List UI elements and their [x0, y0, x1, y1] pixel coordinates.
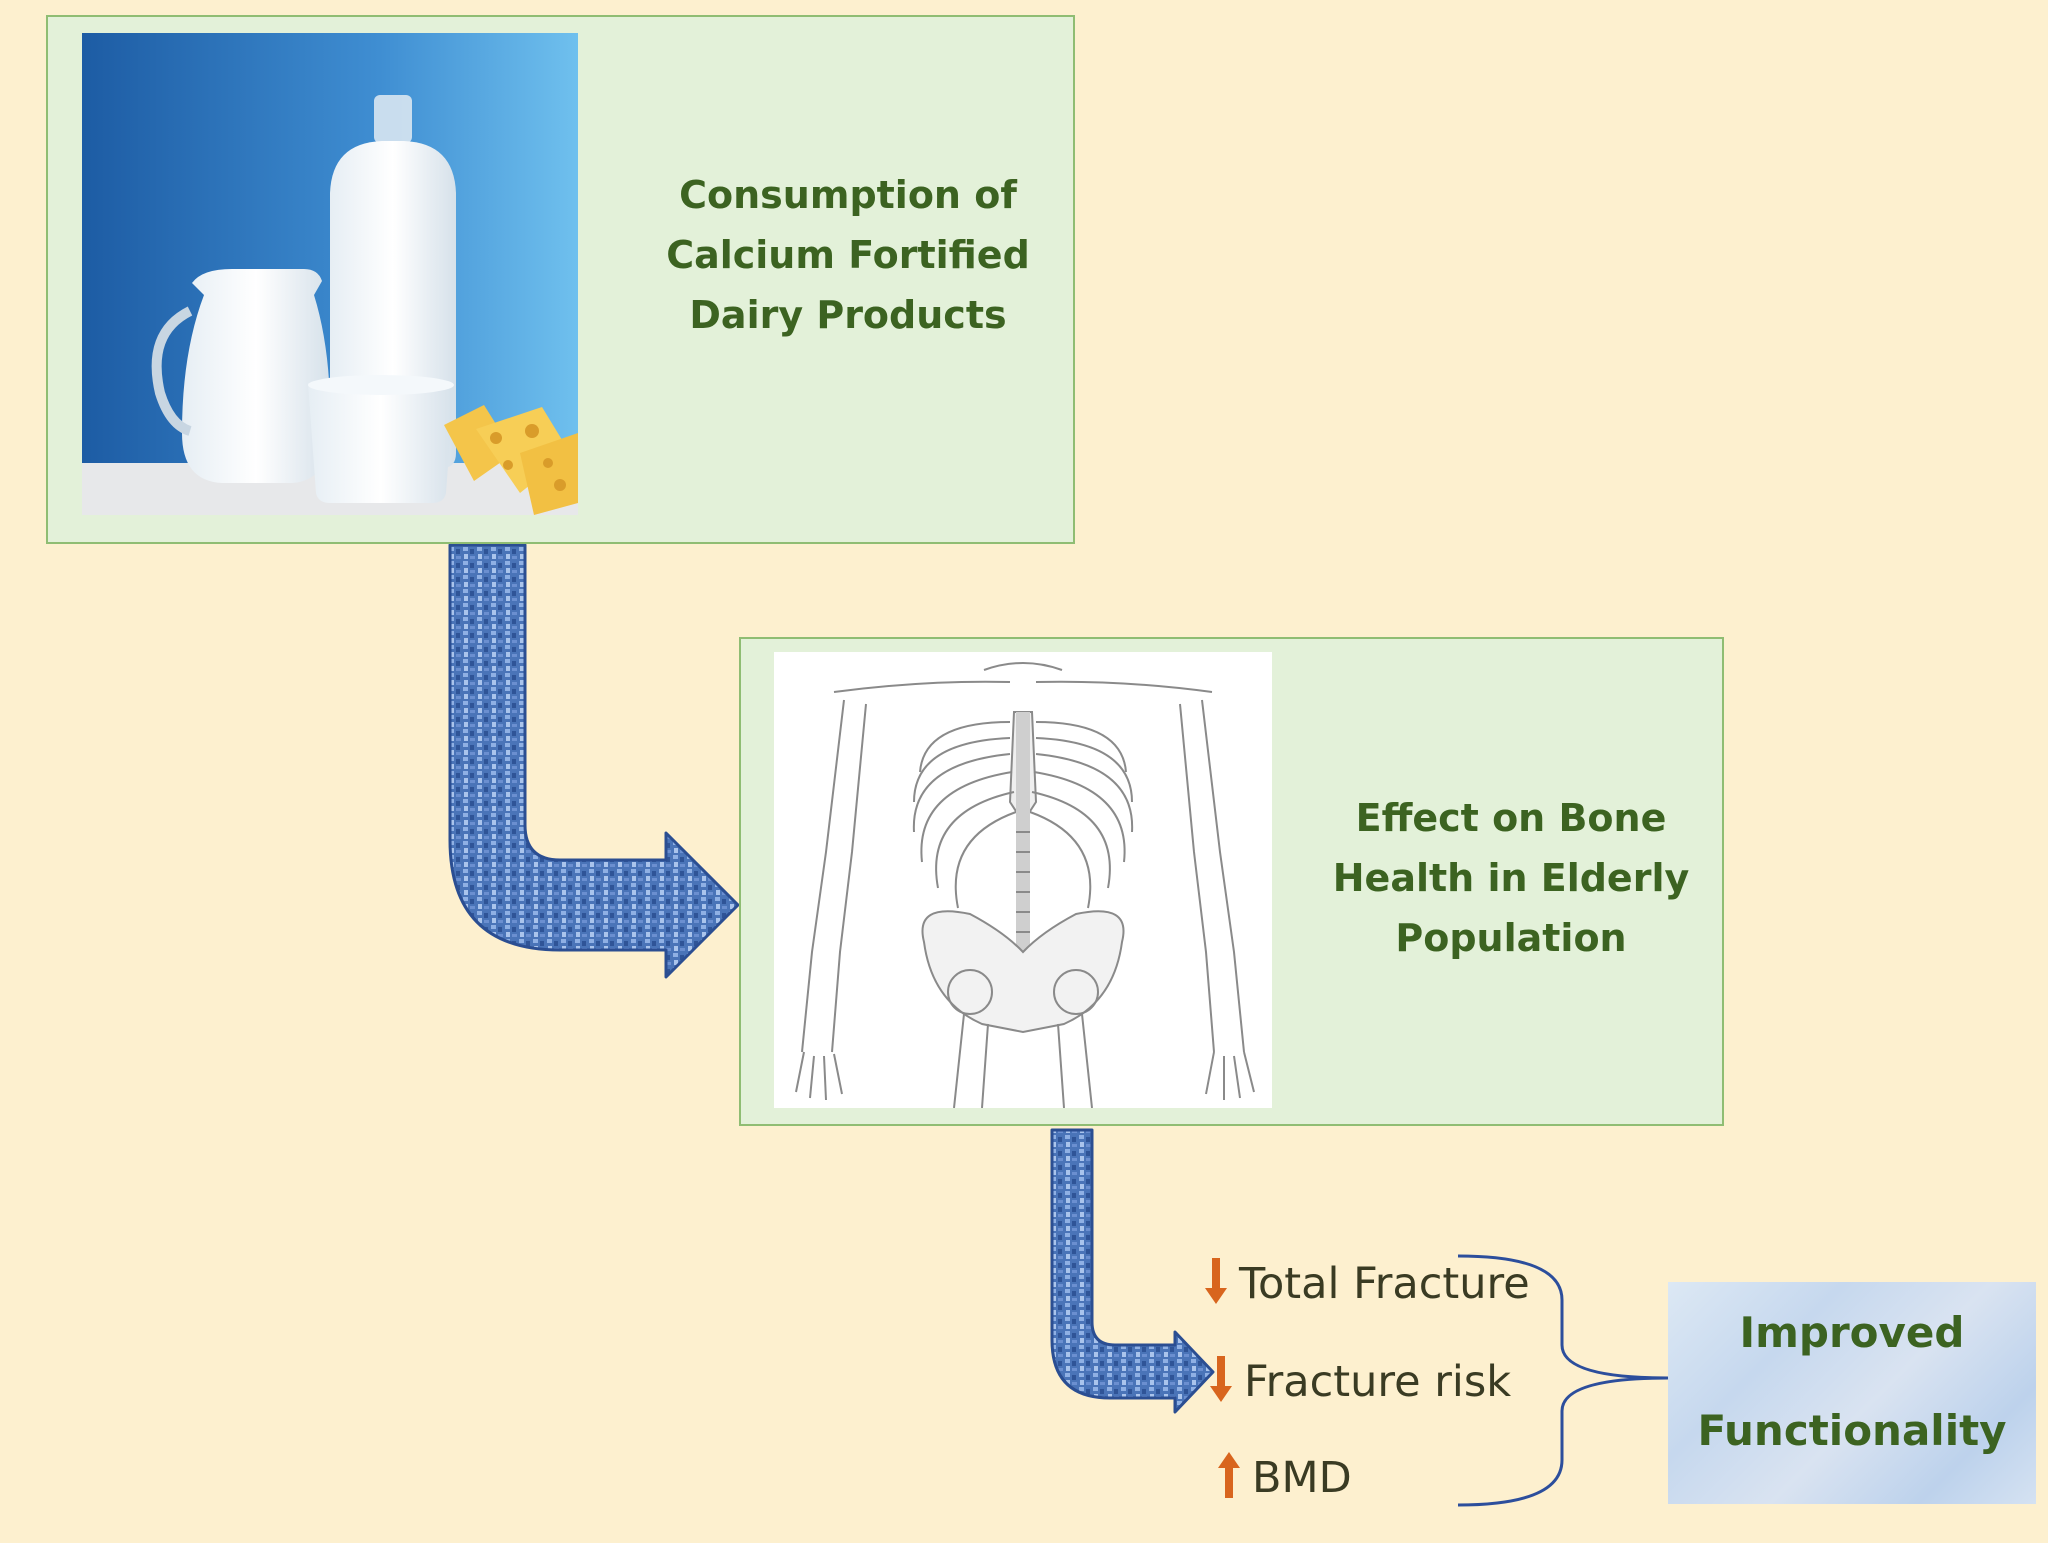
outcome-fracture-risk: Fracture risk: [1210, 1356, 1511, 1413]
dairy-title-line-2: Calcium Fortified: [666, 233, 1030, 277]
outcome-label: Total Fracture: [1239, 1259, 1530, 1309]
result-line-1: Improved: [1739, 1308, 1965, 1357]
dairy-title-line-1: Consumption of: [679, 173, 1017, 217]
bone-title-line-3: Population: [1395, 916, 1627, 960]
bone-title-line-2: Health in Elderly: [1332, 856, 1690, 900]
outcome-label: BMD: [1252, 1453, 1352, 1503]
dairy-products-image: [82, 33, 578, 515]
outcome-label: Fracture risk: [1244, 1357, 1512, 1407]
dairy-title-line-3: Dairy Products: [689, 293, 1007, 337]
bone-health-panel: Effect on Bone Health in Elderly Populat…: [739, 637, 1724, 1126]
flow-arrow-1: [448, 543, 740, 979]
skeleton-image: [774, 652, 1272, 1108]
dairy-panel: Consumption of Calcium Fortified Dairy P…: [46, 15, 1075, 544]
down-arrow-icon: [1210, 1356, 1232, 1413]
result-line-2: Functionality: [1697, 1406, 2007, 1455]
down-arrow-icon: [1205, 1258, 1227, 1315]
outcome-bmd: BMD: [1218, 1452, 1352, 1509]
dairy-panel-title: Consumption of Calcium Fortified Dairy P…: [628, 165, 1068, 345]
bone-panel-title: Effect on Bone Health in Elderly Populat…: [1301, 788, 1721, 968]
improved-functionality-box: Improved Functionality: [1668, 1282, 2036, 1504]
up-arrow-icon: [1218, 1452, 1240, 1509]
flow-arrow-2: [1050, 1128, 1215, 1414]
bone-title-line-1: Effect on Bone: [1355, 796, 1667, 840]
outcome-total-fracture: Total Fracture: [1205, 1258, 1530, 1315]
